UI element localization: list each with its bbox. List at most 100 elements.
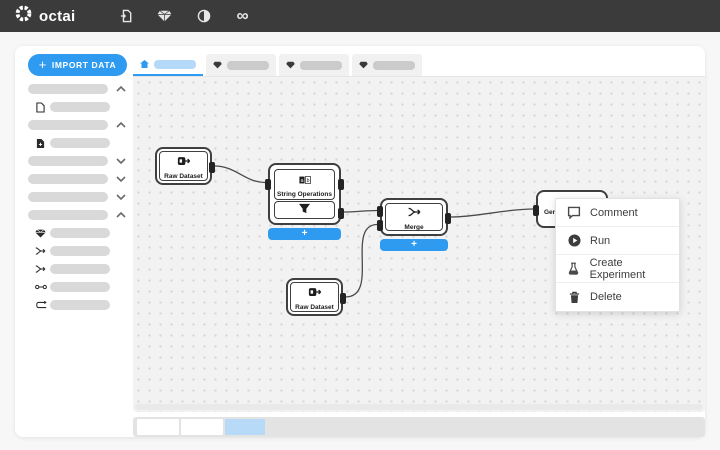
output-port[interactable] [209,162,215,173]
sidebar-group-row[interactable] [28,152,126,170]
node-body: Raw Dataset [290,282,339,312]
svg-text:b: b [306,178,309,184]
node-context-menu: Comment Run Create Experiment Delete [555,198,680,312]
home-icon [140,55,149,73]
node-label: Merge [404,223,424,231]
file-icon [34,101,47,113]
tab-workflow-3[interactable] [279,54,349,76]
filter-step[interactable] [274,201,335,219]
skeleton-label [50,264,110,274]
add-step-button[interactable]: + [380,239,448,251]
skeleton-label [28,84,108,94]
skeleton-label [50,282,110,292]
context-menu-label: Run [590,234,611,247]
skeleton-label [50,102,110,112]
import-data-button[interactable]: + IMPORT DATA [28,54,127,76]
pager-chip-active[interactable] [225,419,265,435]
pager-chip[interactable] [181,419,223,435]
sidebar-item-row[interactable] [28,260,126,278]
sidebar-item-row[interactable] [28,134,126,152]
octai-logo[interactable]: octai [14,4,76,28]
infinity-icon[interactable]: ∞ [236,6,249,25]
sidebar-group-row[interactable] [28,206,126,224]
gem-icon[interactable] [157,8,173,24]
bottom-pager-bar [133,417,705,437]
add-step-button[interactable]: + [268,228,341,240]
octai-logo-icon [14,4,33,28]
chevron-down-icon[interactable] [116,194,126,200]
input-port[interactable] [377,206,383,217]
sidebar-item-row[interactable] [28,242,126,260]
sidebar-item-row[interactable] [28,278,126,296]
dataset-icon [308,284,322,302]
merge-icon [34,265,47,273]
run-icon [567,234,581,247]
node-merge[interactable]: Merge [377,198,451,236]
node-label: String Operations [277,191,332,198]
tab-workflow-2[interactable] [206,54,276,76]
sidebar-group-row[interactable] [28,80,126,98]
context-menu-item-create-experiment[interactable]: Create Experiment [556,255,679,283]
skeleton-tab-label [300,60,342,70]
context-menu-item-run[interactable]: Run [556,227,679,255]
input-port[interactable] [533,205,539,216]
node-body: Raw Dataset [159,151,208,181]
sidebar-group-row[interactable] [28,116,126,134]
context-menu-label: Comment [590,206,638,219]
sidebar-group-row[interactable] [28,170,126,188]
skeleton-label [50,138,110,148]
gem-icon [213,56,222,74]
svg-text:a: a [300,178,303,184]
filter-icon [298,201,311,219]
chevron-up-icon[interactable] [116,212,126,218]
merge-icon [407,204,422,222]
chevron-down-icon[interactable] [116,158,126,164]
sidebar-item-row[interactable] [28,296,126,314]
tab-home-active[interactable] [133,54,203,76]
sidebar-group-row[interactable] [28,188,126,206]
merge-icon [34,247,47,255]
tab-workflow-4[interactable] [352,54,422,76]
skeleton-tab-label [227,60,269,70]
top-app-bar: octai ∞ [0,0,720,32]
node-body: Merge [385,203,443,231]
file-plus-icon [34,138,47,149]
gem-icon [34,228,47,238]
output-port[interactable] [340,293,346,304]
input-port[interactable] [377,220,383,231]
chevron-up-icon[interactable] [116,86,126,92]
context-menu-item-comment[interactable]: Comment [556,199,679,227]
skeleton-label [28,210,108,220]
context-menu-item-delete[interactable]: Delete [556,283,679,311]
globe-icon[interactable] [196,8,212,24]
output-port[interactable] [338,208,344,219]
import-data-label: IMPORT DATA [51,60,117,70]
comment-icon [567,206,581,219]
skeleton-tab-label [154,59,196,69]
chevron-up-icon[interactable] [116,122,126,128]
canvas-horizontal-scrollbar[interactable] [135,404,703,410]
link-icon [34,284,47,290]
topbar-nav-icons: ∞ [118,6,251,25]
chevron-down-icon[interactable] [116,176,126,182]
node-label: Raw Dataset [295,303,334,311]
skeleton-label [28,192,108,202]
file-transfer-icon[interactable] [118,8,134,24]
experiment-icon [567,262,581,275]
gem-icon [359,56,368,74]
output-port[interactable] [338,179,344,190]
dataset-icon [177,153,191,171]
output-port[interactable] [445,213,451,224]
sidebar [28,80,126,314]
workflow-tab-bar [133,54,705,77]
node-raw-dataset-2[interactable]: Raw Dataset [286,278,346,316]
sidebar-item-row[interactable] [28,98,126,116]
node-raw-dataset-1[interactable]: Raw Dataset [155,147,215,185]
sidebar-item-row[interactable] [28,224,126,242]
input-port[interactable] [265,179,271,190]
skeleton-label [28,174,108,184]
pager-chip[interactable] [137,419,179,435]
